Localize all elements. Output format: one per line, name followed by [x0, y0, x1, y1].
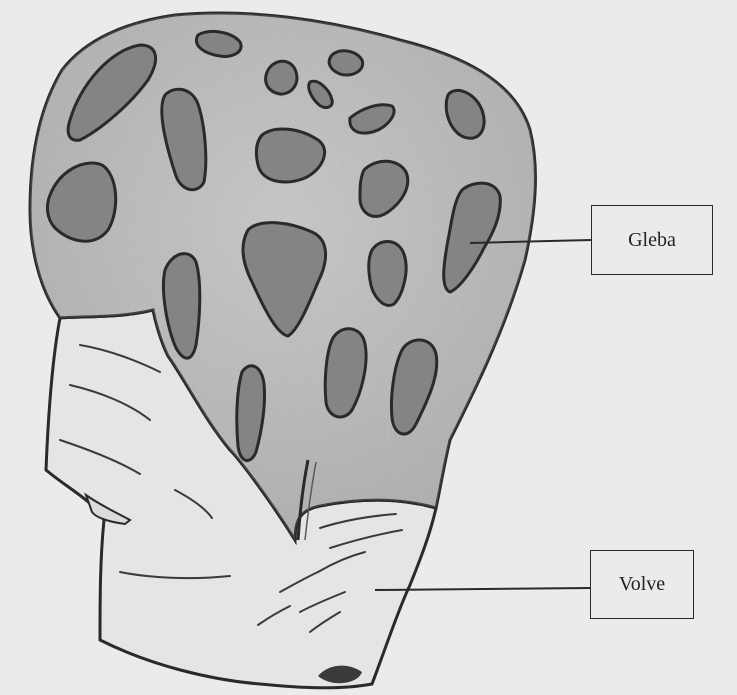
volve-label: Volve	[619, 573, 665, 596]
chamber	[329, 51, 363, 75]
volve-label-box: Volve	[590, 550, 694, 619]
gleba-label-box: Gleba	[591, 205, 713, 275]
chamber	[369, 241, 406, 305]
gleba-label: Gleba	[628, 229, 676, 252]
chamber	[266, 61, 297, 94]
